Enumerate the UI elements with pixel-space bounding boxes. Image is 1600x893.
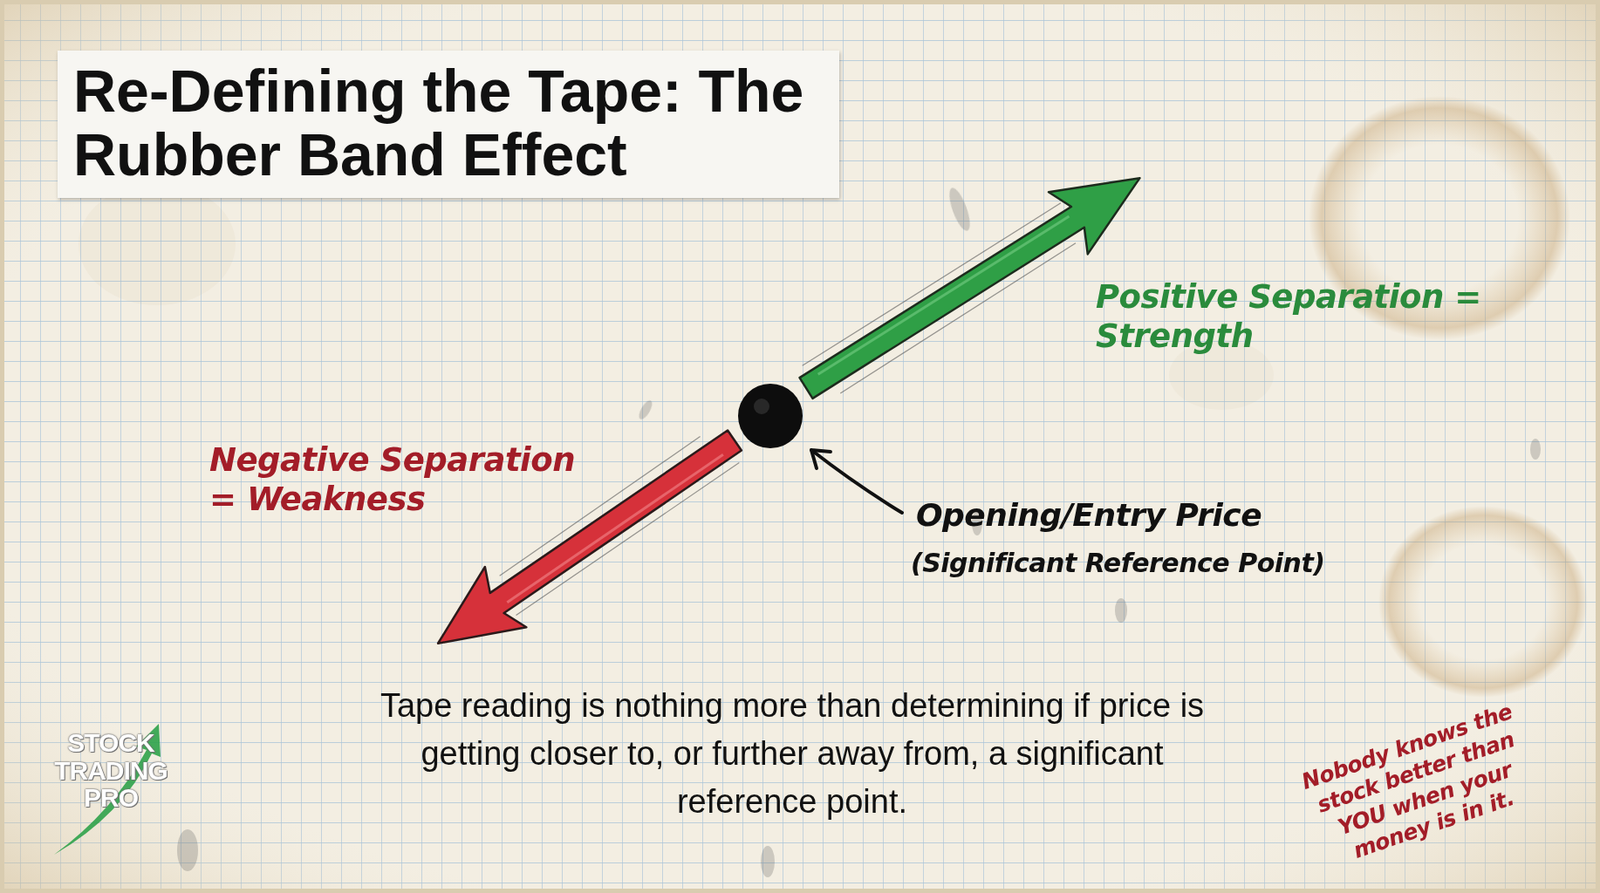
watermark: STOCK TRADING PRO xyxy=(54,729,168,813)
title: Re-Defining the Tape: The Rubber Band Ef… xyxy=(57,50,840,199)
caption: Tape reading is nothing more than determ… xyxy=(347,682,1238,827)
reference-sublabel: (Significant Reference Point) xyxy=(910,547,1400,579)
reference-dot xyxy=(738,383,803,449)
leader-arrow xyxy=(811,450,903,513)
reference-label: Opening/Entry Price xyxy=(916,497,1405,534)
positive-label: Positive Separation = Strength xyxy=(1095,277,1498,356)
negative-label: Negative Separation = Weakness xyxy=(209,440,611,520)
